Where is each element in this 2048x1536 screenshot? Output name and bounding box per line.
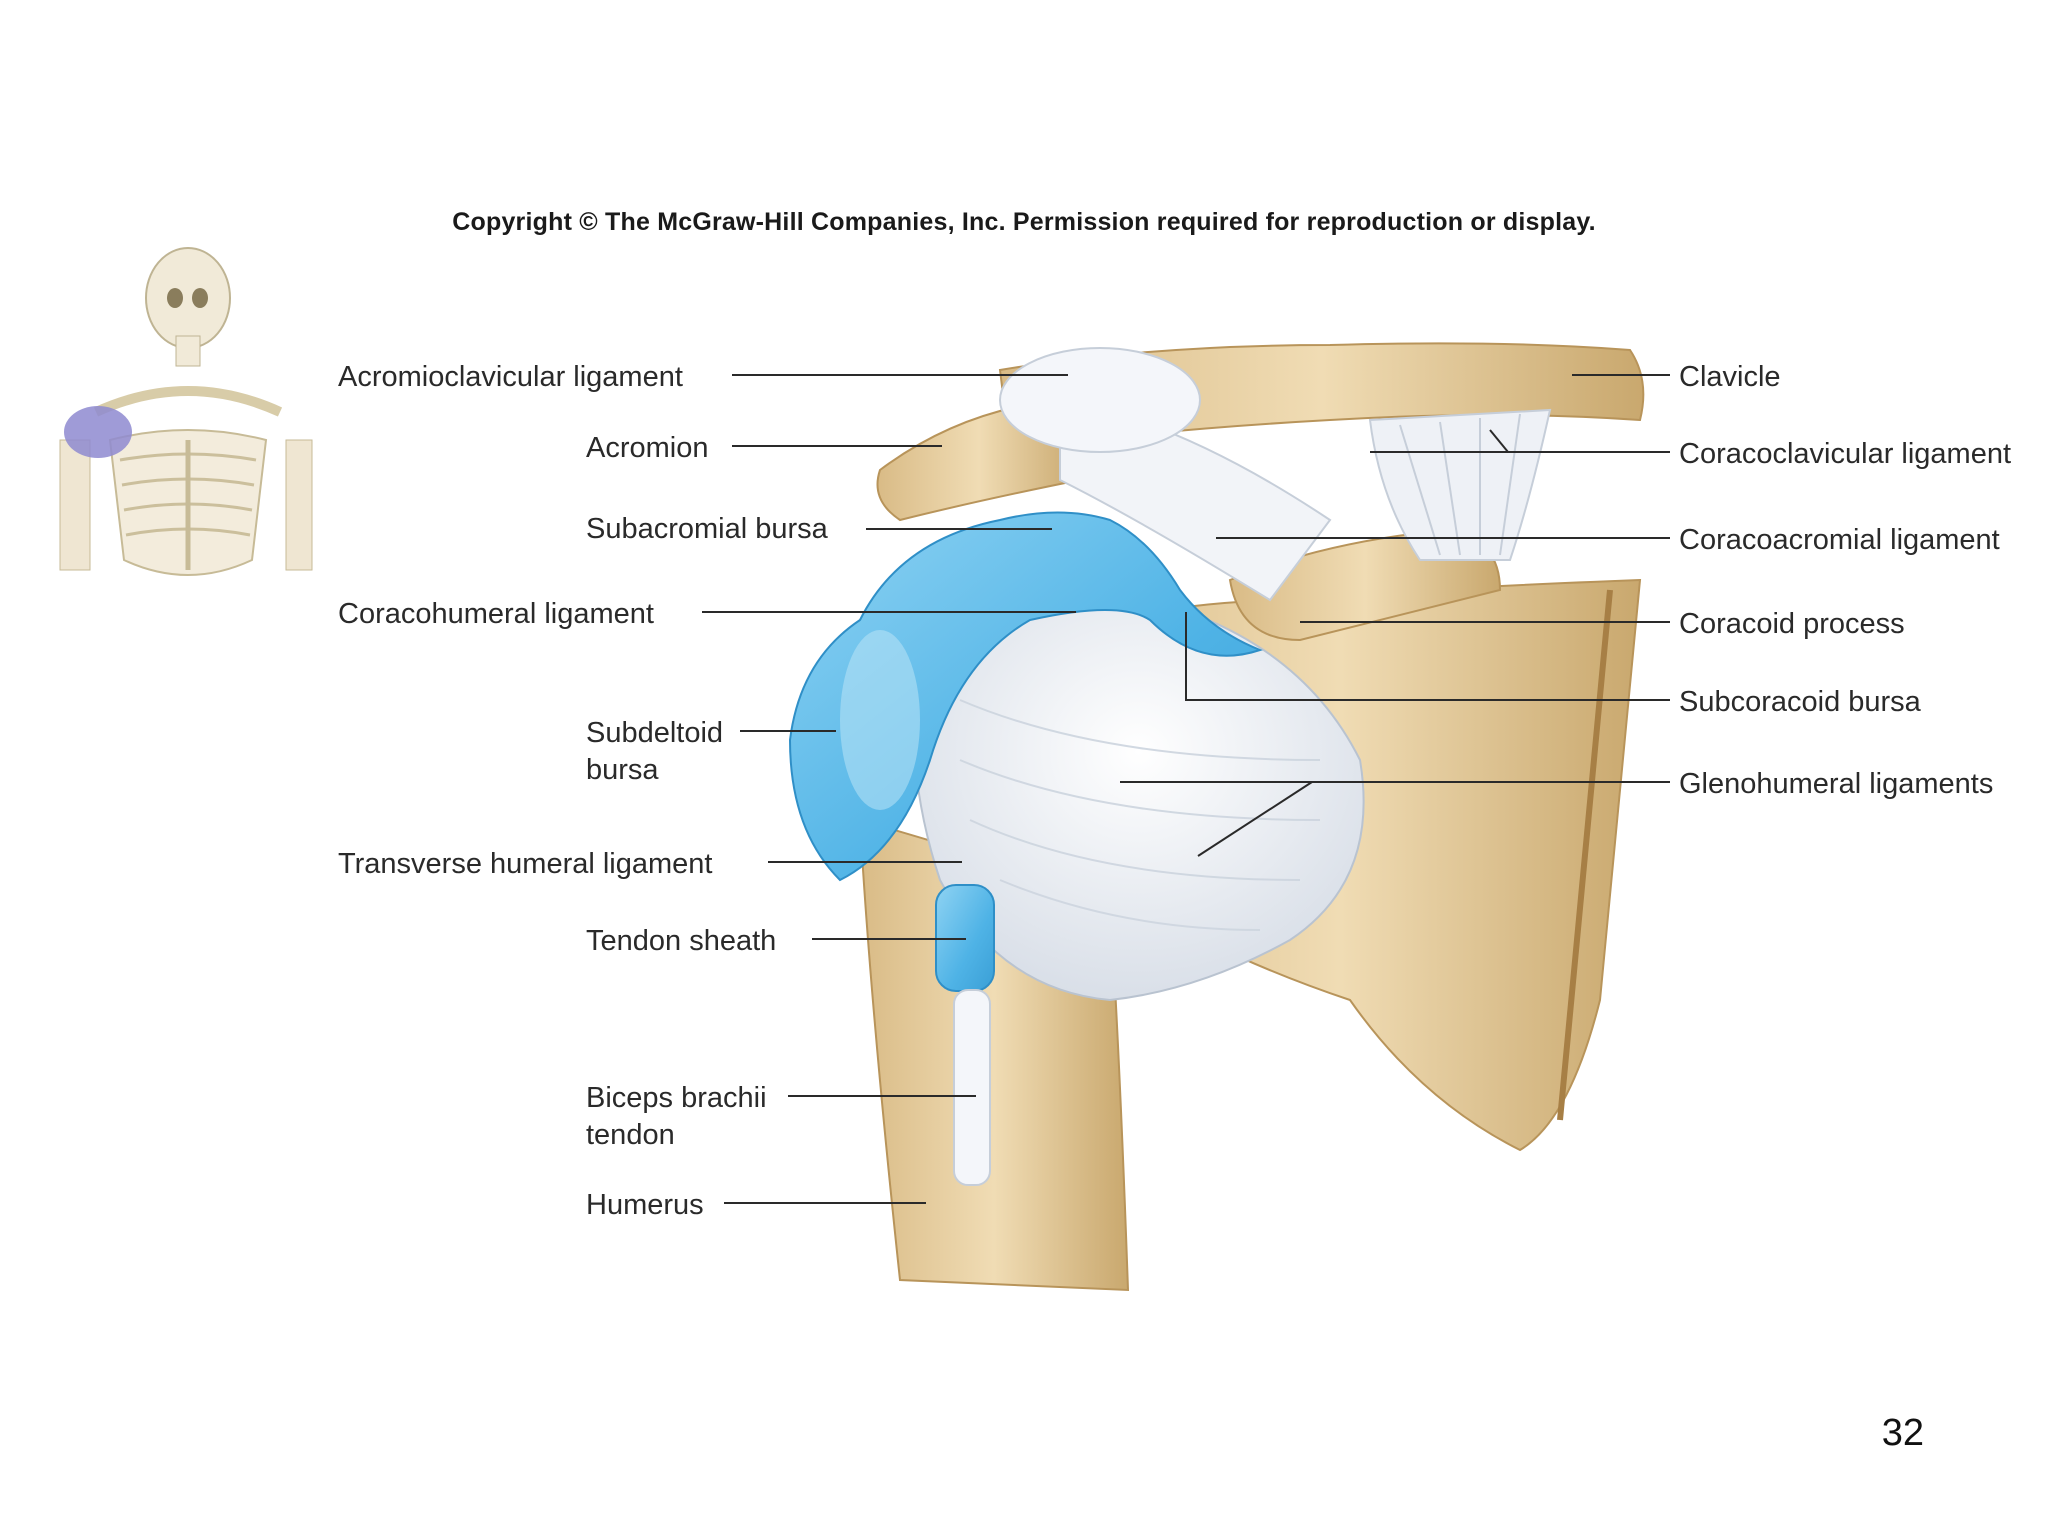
label-biceps-brachii-tendon-line1: Biceps brachii (586, 1082, 767, 1114)
label-coracoacromial-ligament: Coracoacromial ligament (1679, 524, 2000, 556)
label-acromioclavicular-ligament: Acromioclavicular ligament (338, 361, 683, 393)
label-coracoid-process: Coracoid process (1679, 608, 1905, 640)
slide-number: 32 (1881, 1412, 1924, 1454)
label-tendon-sheath: Tendon sheath (586, 925, 776, 957)
copyright-notice: Copyright © The McGraw-Hill Companies, I… (452, 208, 1596, 236)
label-subcoracoid-bursa: Subcoracoid bursa (1679, 686, 1922, 718)
label-transverse-humeral-ligament: Transverse humeral ligament (338, 848, 712, 880)
leader-lines-right (1120, 374, 1670, 857)
label-coracoclavicular-ligament: Coracoclavicular ligament (1679, 438, 2011, 470)
label-coracohumeral-ligament: Coracohumeral ligament (338, 598, 654, 630)
label-glenohumeral-ligaments: Glenohumeral ligaments (1679, 768, 1993, 800)
acromioclavicular-ligament-shape (999, 347, 1201, 453)
label-clavicle: Clavicle (1679, 361, 1781, 393)
label-biceps-brachii-tendon-line2: tendon (586, 1119, 675, 1151)
biceps-tendon-shape (953, 989, 991, 1186)
label-subdeltoid-bursa-line2: bursa (586, 754, 659, 786)
skeleton-thumbnail (59, 247, 313, 576)
subdeltoid-bursa-shape (788, 511, 1263, 882)
leader-lines-left (702, 374, 1076, 1204)
label-subacromial-bursa: Subacromial bursa (586, 513, 829, 545)
shoulder-highlight (64, 406, 132, 458)
label-acromion: Acromion (586, 432, 709, 464)
label-humerus: Humerus (586, 1189, 704, 1221)
label-subdeltoid-bursa-line1: Subdeltoid (586, 717, 723, 749)
